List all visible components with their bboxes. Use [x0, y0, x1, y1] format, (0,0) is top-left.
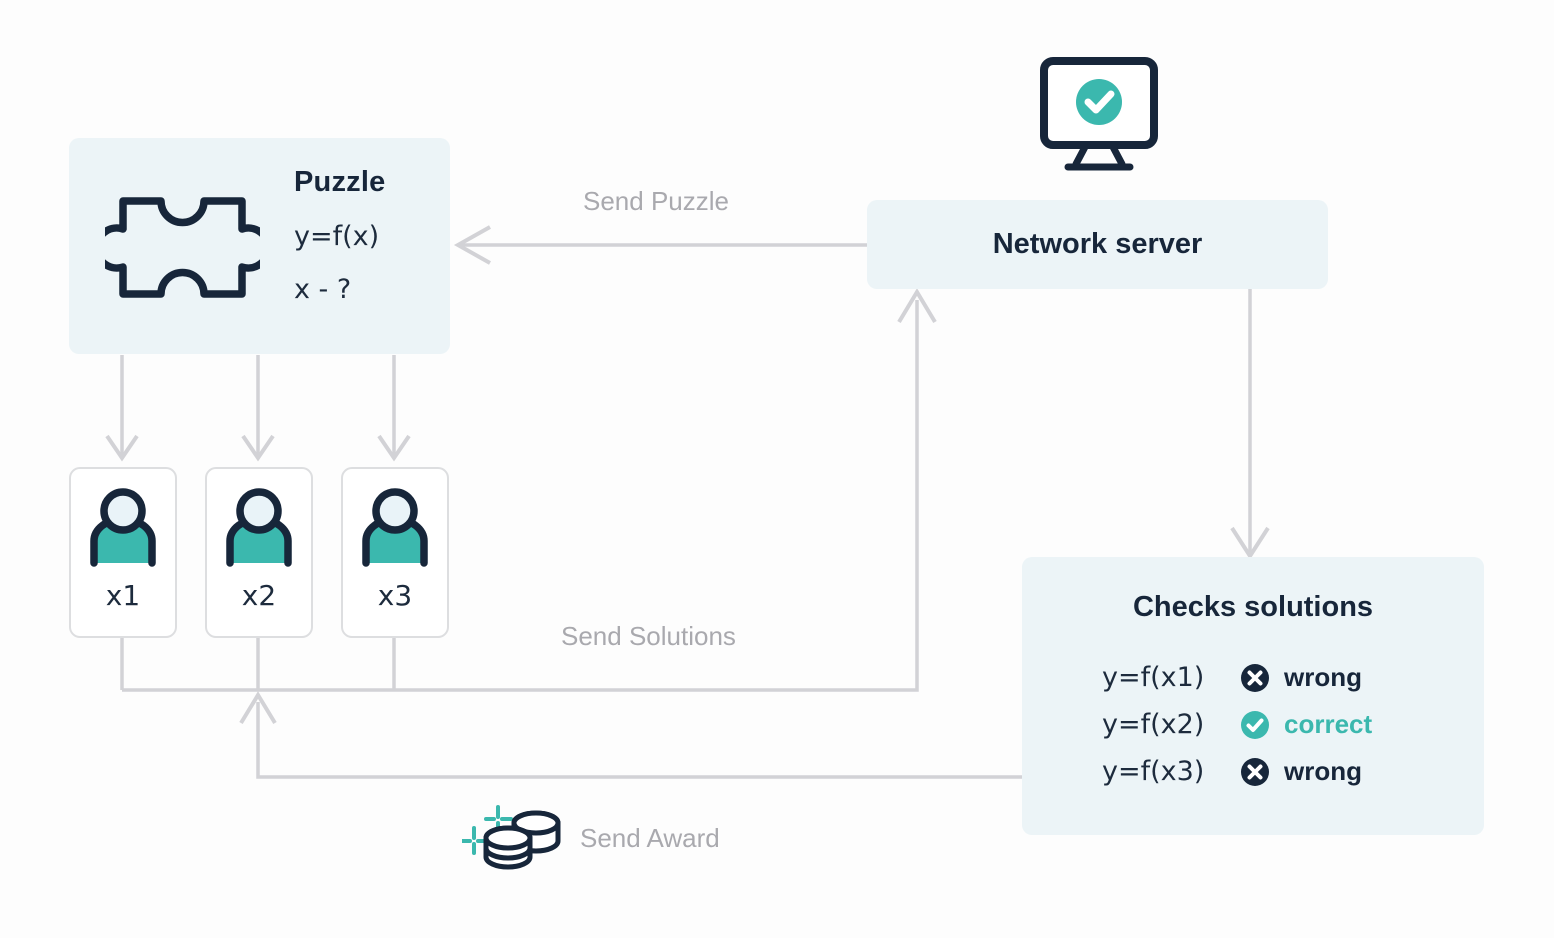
- user-avatar-icon: [362, 488, 428, 567]
- puzzle-panel: Puzzle y=f(x) x - ?: [69, 138, 450, 354]
- check-row: y=f(x1) wrong: [1102, 654, 1372, 701]
- user-label-x2: x2: [241, 579, 277, 612]
- edge-puzzle-user1-arrowhead: [105, 434, 139, 462]
- user-card-x3[interactable]: x3: [341, 467, 449, 638]
- x-circle-icon: [1241, 757, 1269, 786]
- check-status: wrong: [1284, 662, 1362, 692]
- check-expression: y=f(x2): [1102, 709, 1205, 740]
- check-row: y=f(x3) wrong: [1102, 748, 1372, 795]
- user-label-x3: x3: [377, 579, 413, 612]
- check-expression: y=f(x3): [1102, 756, 1205, 787]
- coins-sparkle-icon: [462, 805, 561, 870]
- puzzle-text-block: Puzzle y=f(x) x - ?: [294, 166, 439, 305]
- network-server-label: Network server: [992, 228, 1203, 260]
- check-status: correct: [1284, 709, 1373, 739]
- puzzle-equation: y=f(x): [294, 221, 380, 252]
- puzzle-title: Puzzle: [294, 166, 386, 198]
- edge-server-checks-arrowhead: [1230, 526, 1270, 560]
- check-row: y=f(x2) correct: [1102, 701, 1372, 748]
- edge-send-award-line: [256, 702, 1022, 779]
- checks-solutions-panel: Checks solutions y=f(x1) wrong y=f(x2) c…: [1022, 557, 1484, 835]
- monitor-check-icon: [1040, 57, 1158, 171]
- user-avatar-icon: [226, 488, 292, 567]
- check-circle-icon: [1241, 710, 1269, 739]
- user-card-x2[interactable]: x2: [205, 467, 313, 638]
- network-server-panel: Network server: [867, 200, 1328, 289]
- puzzle-question: x - ?: [294, 274, 352, 305]
- edge-label-send-puzzle: Send Puzzle: [583, 186, 729, 216]
- edge-label-send-award: Send Award: [580, 823, 720, 853]
- user-card-x1[interactable]: x1: [69, 467, 177, 638]
- user-avatar-icon: [90, 488, 156, 567]
- edge-send-award-arrowhead: [239, 691, 277, 725]
- check-status: wrong: [1284, 756, 1362, 786]
- user-label-x1: x1: [105, 579, 141, 612]
- checks-solutions-rows: y=f(x1) wrong y=f(x2) correct y=f(x3): [1102, 654, 1372, 795]
- checks-solutions-title: Checks solutions: [1132, 591, 1374, 623]
- edge-puzzle-user3-arrowhead: [377, 434, 411, 462]
- check-expression: y=f(x1): [1102, 662, 1205, 693]
- edge-send-puzzle-arrowhead: [453, 225, 491, 265]
- edge-label-send-solutions: Send Solutions: [561, 621, 736, 651]
- edge-send-solutions-arrowhead: [897, 288, 937, 324]
- edge-puzzle-user2-arrowhead: [241, 434, 275, 462]
- x-circle-icon: [1241, 663, 1269, 692]
- puzzle-piece-icon: [105, 197, 260, 298]
